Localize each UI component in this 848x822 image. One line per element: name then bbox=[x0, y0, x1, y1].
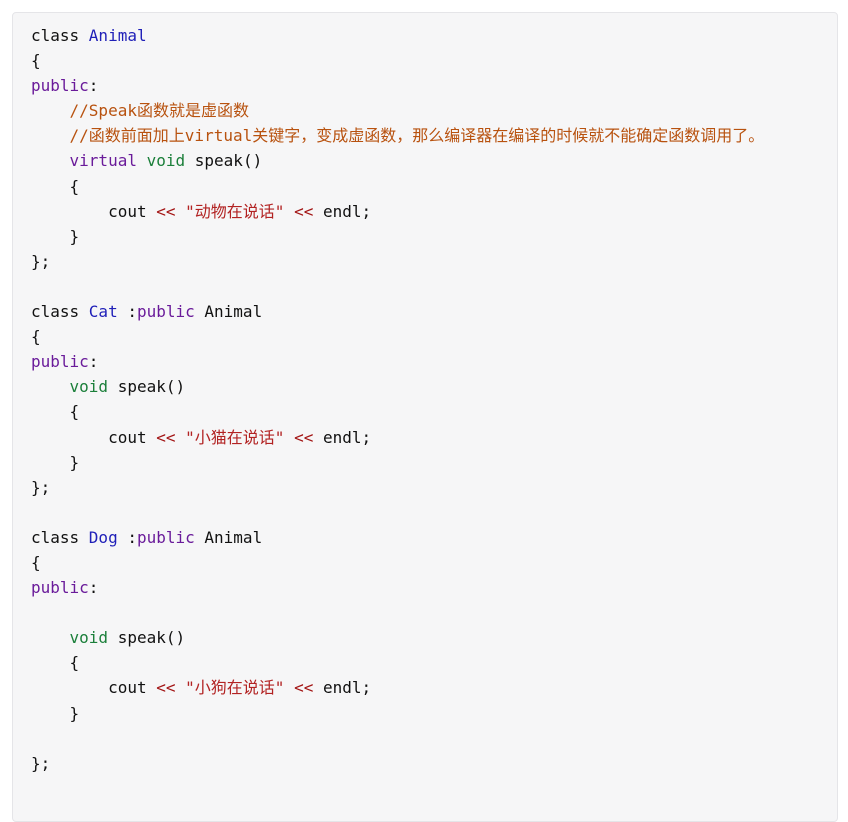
code-token-plain: speak() bbox=[108, 377, 186, 397]
code-line bbox=[31, 726, 764, 751]
code-token-plain: Animal bbox=[194, 527, 263, 547]
code-token-comment: //函数前面加上virtual关键字，变成虚函数，那么编译器在编译的时候就不能确… bbox=[69, 126, 765, 146]
code-line: class Dog :public Animal bbox=[31, 525, 764, 550]
code-line: //Speak函数就是虚函数 bbox=[31, 98, 764, 123]
code-token-plain: }; bbox=[31, 251, 51, 271]
code-token-kw-plain: class bbox=[31, 26, 89, 45]
code-line: cout << "动物在说话" << endl; bbox=[31, 199, 764, 224]
code-token-op: << bbox=[294, 201, 314, 221]
code-token-plain bbox=[31, 151, 70, 170]
code-line: { bbox=[31, 48, 764, 73]
code-line: public: bbox=[31, 575, 764, 600]
code-token-kw-plain: class bbox=[31, 302, 89, 322]
code-token-plain: { bbox=[31, 327, 41, 347]
code-token-type: void bbox=[69, 377, 109, 397]
code-token-plain bbox=[31, 126, 70, 145]
code-token-kw-access: virtual bbox=[69, 151, 137, 171]
code-token-op: << bbox=[156, 427, 176, 447]
code-token-plain bbox=[176, 678, 186, 697]
code-block: class Animal{public: //Speak函数就是虚函数 //函数… bbox=[12, 12, 838, 822]
code-token-plain: : bbox=[88, 352, 99, 372]
code-token-str: "小猫在说话" bbox=[185, 427, 285, 447]
code-token-plain bbox=[31, 101, 70, 120]
code-token-kw-access: public bbox=[31, 76, 89, 96]
code-token-plain: endl; bbox=[313, 427, 372, 447]
code-line: class Cat :public Animal bbox=[31, 299, 764, 324]
code-line: cout << "小狗在说话" << endl; bbox=[31, 675, 764, 700]
code-token-str: "动物在说话" bbox=[185, 201, 285, 221]
code-line: } bbox=[31, 224, 764, 249]
code-line: virtual void speak() bbox=[31, 148, 764, 173]
code-token-op: << bbox=[294, 427, 314, 447]
code-token-kw-plain: class bbox=[31, 527, 89, 547]
code-token-kw-access: public bbox=[136, 302, 195, 322]
code-token-plain bbox=[137, 151, 147, 170]
code-token-plain: Animal bbox=[194, 302, 263, 322]
code-token-plain bbox=[284, 202, 294, 221]
code-token-plain: cout bbox=[31, 678, 157, 698]
code-token-plain: endl; bbox=[313, 201, 372, 221]
code-token-plain: } bbox=[31, 226, 80, 246]
code-line: }; bbox=[31, 475, 764, 500]
code-lines: class Animal{public: //Speak函数就是虚函数 //函数… bbox=[31, 23, 764, 776]
code-token-plain: cout bbox=[31, 201, 157, 221]
code-line: } bbox=[31, 450, 764, 475]
code-token-plain: { bbox=[31, 552, 41, 572]
code-token-kw-access: public bbox=[31, 578, 89, 598]
code-token-plain: : bbox=[88, 76, 99, 96]
code-line: } bbox=[31, 701, 764, 726]
code-line: public: bbox=[31, 73, 764, 98]
code-line bbox=[31, 500, 764, 525]
code-token-plain: : bbox=[117, 527, 137, 547]
code-token-plain bbox=[284, 678, 294, 697]
code-token-plain: endl; bbox=[313, 678, 372, 698]
code-line: }; bbox=[31, 751, 764, 776]
code-line: class Animal bbox=[31, 23, 764, 48]
code-token-plain: : bbox=[117, 302, 137, 322]
code-line: cout << "小猫在说话" << endl; bbox=[31, 425, 764, 450]
code-token-plain: }; bbox=[31, 477, 51, 497]
code-line: { bbox=[31, 399, 764, 424]
code-token-plain bbox=[31, 628, 70, 647]
code-token-plain bbox=[176, 202, 186, 221]
code-line: public: bbox=[31, 349, 764, 374]
code-token-plain: cout bbox=[31, 427, 157, 447]
code-line: { bbox=[31, 324, 764, 349]
code-token-plain: { bbox=[31, 402, 80, 422]
code-line bbox=[31, 600, 764, 625]
code-token-plain: } bbox=[31, 452, 80, 472]
code-token-type: void bbox=[146, 151, 186, 171]
code-token-plain: { bbox=[31, 653, 80, 673]
code-token-op: << bbox=[156, 201, 176, 221]
code-token-plain: speak() bbox=[185, 151, 263, 171]
code-token-cls: Dog bbox=[88, 527, 118, 547]
code-token-plain: }; bbox=[31, 753, 51, 773]
code-token-cls: Animal bbox=[88, 26, 147, 45]
code-token-plain: } bbox=[31, 703, 80, 723]
code-token-type: void bbox=[69, 628, 109, 648]
code-line: { bbox=[31, 174, 764, 199]
code-token-op: << bbox=[156, 678, 176, 698]
code-line: void speak() bbox=[31, 374, 764, 399]
code-token-plain: speak() bbox=[108, 628, 186, 648]
code-token-plain: : bbox=[88, 578, 99, 598]
code-line: { bbox=[31, 550, 764, 575]
code-token-plain bbox=[31, 377, 70, 396]
code-line: }; bbox=[31, 249, 764, 274]
code-token-cls: Cat bbox=[88, 302, 118, 322]
code-token-kw-access: public bbox=[31, 352, 89, 372]
code-token-plain bbox=[176, 428, 186, 447]
code-token-str: "小狗在说话" bbox=[185, 678, 285, 698]
code-token-plain bbox=[284, 428, 294, 447]
code-line: void speak() bbox=[31, 625, 764, 650]
code-line: { bbox=[31, 650, 764, 675]
code-token-plain: { bbox=[31, 176, 80, 196]
code-token-kw-access: public bbox=[136, 527, 195, 547]
code-token-comment: //Speak函数就是虚函数 bbox=[69, 101, 249, 121]
code-token-plain: { bbox=[31, 51, 41, 71]
code-line: //函数前面加上virtual关键字，变成虚函数，那么编译器在编译的时候就不能确… bbox=[31, 123, 765, 148]
code-token-op: << bbox=[294, 678, 314, 698]
code-line bbox=[31, 274, 764, 299]
